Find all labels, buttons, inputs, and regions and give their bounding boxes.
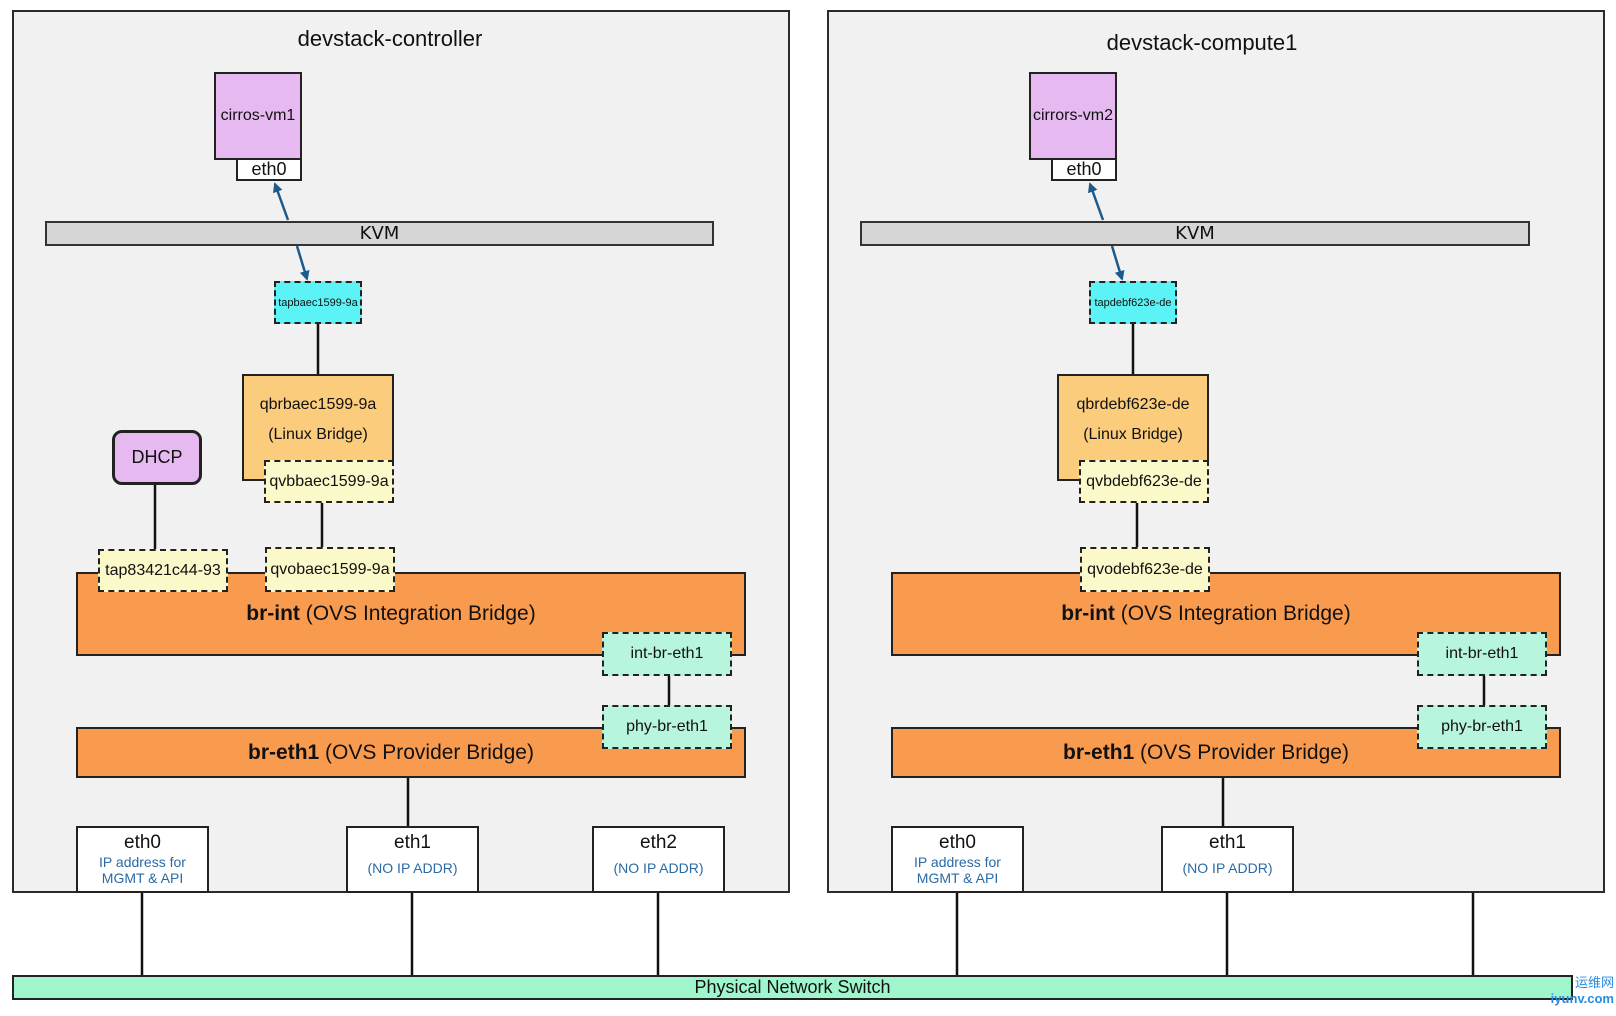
- br-eth1-bridge[interactable]: br-eth1 (OVS Provider Bridge): [891, 727, 1561, 778]
- tap-interface[interactable]: tapdebf623e-de: [1089, 281, 1177, 324]
- nic-desc-line1: (NO IP ADDR): [367, 860, 458, 876]
- watermark-line2: iyunv.com: [1550, 991, 1614, 1006]
- watermark-line1: 运维网: [1574, 975, 1614, 990]
- int-br-eth1-patch[interactable]: int-br-eth1: [602, 632, 732, 676]
- nic-desc-line1: IP address for: [99, 854, 186, 870]
- nic-eth0[interactable]: eth0 IP address for MGMT & API: [76, 826, 209, 893]
- watermark-logo: 运维网 iyunv.com: [1530, 975, 1614, 1011]
- host-title: devstack-controller: [297, 26, 483, 51]
- kvm-bar: KVM: [45, 221, 714, 246]
- linux-bridge-type: (Linux Bridge): [268, 426, 368, 443]
- nic-name: eth0: [124, 832, 161, 853]
- nic-eth2[interactable]: eth2 (NO IP ADDR): [592, 826, 725, 893]
- nic-desc-line1: IP address for: [914, 854, 1001, 870]
- vm-box[interactable]: cirrors-vm2: [1029, 72, 1117, 160]
- nic-name: eth0: [939, 832, 976, 853]
- tap-interface[interactable]: tapbaec1599-9a: [274, 281, 362, 324]
- nic-desc-line1: (NO IP ADDR): [613, 860, 704, 876]
- nic-name: eth1: [394, 832, 431, 853]
- arrow-kvm-to-tap: [295, 245, 310, 281]
- int-br-eth1-patch[interactable]: int-br-eth1: [1417, 632, 1547, 676]
- kvm-bar: KVM: [860, 221, 1530, 246]
- vm-eth0-port[interactable]: eth0: [236, 158, 302, 181]
- linux-bridge[interactable]: qbrdebf623e-de (Linux Bridge): [1057, 374, 1209, 481]
- physical-network-switch: Physical Network Switch: [12, 975, 1573, 1000]
- nic-desc-line1: (NO IP ADDR): [1182, 860, 1273, 876]
- qvo-interface[interactable]: qvodebf623e-de: [1080, 547, 1210, 592]
- dhcp-tap-interface[interactable]: tap83421c44-93: [98, 549, 228, 592]
- br-int-desc: (OVS Integration Bridge): [1114, 602, 1351, 625]
- dhcp-agent[interactable]: DHCP: [112, 430, 202, 485]
- linux-bridge-name: qbrbaec1599-9a: [259, 396, 377, 413]
- br-eth1-name: br-eth1: [248, 740, 320, 764]
- br-eth1-bridge[interactable]: br-eth1 (OVS Provider Bridge): [76, 727, 746, 778]
- nic-eth1[interactable]: eth1 (NO IP ADDR): [1161, 826, 1294, 893]
- vm-eth0-port[interactable]: eth0: [1051, 158, 1117, 181]
- qvb-interface[interactable]: qvbdebf623e-de: [1079, 460, 1209, 503]
- br-int-desc: (OVS Integration Bridge): [299, 602, 536, 625]
- nic-desc-line2: MGMT & API: [101, 870, 184, 886]
- nic-name: eth1: [1209, 832, 1246, 853]
- nic-eth0[interactable]: eth0 IP address for MGMT & API: [891, 826, 1024, 893]
- host-title: devstack-compute1: [1106, 30, 1298, 55]
- qvb-interface[interactable]: qvbbaec1599-9a: [264, 460, 394, 503]
- br-eth1-desc: (OVS Provider Bridge): [1134, 740, 1349, 764]
- br-eth1-desc: (OVS Provider Bridge): [319, 740, 534, 764]
- br-int-name: br-int: [1061, 602, 1115, 625]
- arrow-kvm-to-tap: [1110, 245, 1125, 281]
- phy-br-eth1-patch[interactable]: phy-br-eth1: [602, 705, 732, 749]
- arrow-kvm-to-vm: [1088, 182, 1105, 221]
- qvo-interface[interactable]: qvobaec1599-9a: [265, 547, 395, 592]
- nic-name: eth2: [640, 832, 677, 853]
- nic-desc-line2: MGMT & API: [916, 870, 999, 886]
- linux-bridge-type: (Linux Bridge): [1083, 426, 1183, 443]
- br-int-name: br-int: [246, 602, 300, 625]
- arrow-kvm-to-vm: [273, 182, 290, 221]
- br-eth1-name: br-eth1: [1063, 740, 1135, 764]
- nic-eth1[interactable]: eth1 (NO IP ADDR): [346, 826, 479, 893]
- phy-br-eth1-patch[interactable]: phy-br-eth1: [1417, 705, 1547, 749]
- linux-bridge-name: qbrdebf623e-de: [1076, 396, 1190, 413]
